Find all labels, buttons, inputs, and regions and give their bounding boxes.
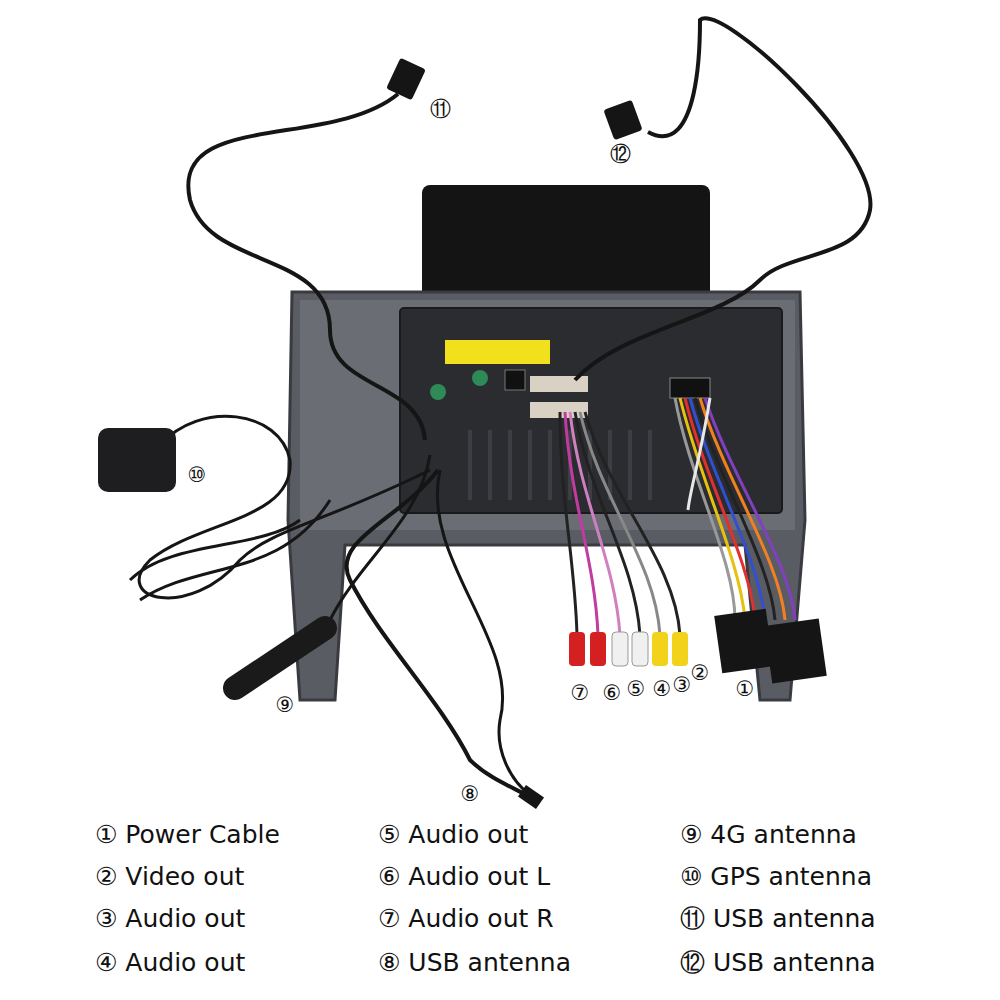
rca-wires bbox=[560, 412, 680, 635]
part-list-item: ⑪ USB antenna bbox=[680, 905, 876, 933]
part-list-item: ④ Audio out bbox=[95, 949, 245, 977]
harness-connector bbox=[714, 609, 774, 674]
antenna-cable bbox=[330, 455, 430, 620]
part-list-item: ⑫ USB antenna bbox=[680, 949, 876, 977]
part-list-item: ⑥ Audio out L bbox=[378, 863, 550, 891]
harness-connector bbox=[764, 618, 827, 683]
callout-number: ⑤ bbox=[626, 678, 647, 701]
4g-antenna bbox=[235, 628, 325, 688]
usb-cable bbox=[437, 470, 530, 795]
callout-number: ⑨ bbox=[275, 694, 296, 717]
part-list-item: ② Video out bbox=[95, 863, 244, 891]
port bbox=[472, 370, 488, 386]
usb-plug bbox=[386, 58, 426, 101]
callout-number: ⑧ bbox=[460, 783, 481, 806]
gps-antenna bbox=[98, 428, 176, 492]
usb-plug bbox=[518, 785, 544, 809]
callout-number: ① bbox=[735, 678, 756, 701]
callout-number: ⑫ bbox=[609, 143, 632, 166]
callout-number: ⑪ bbox=[429, 98, 452, 121]
usb-cable bbox=[188, 94, 425, 440]
rca-plugs bbox=[569, 632, 688, 666]
sticker bbox=[445, 340, 550, 364]
power-harness bbox=[675, 398, 795, 620]
part-list-item: ⑨ 4G antenna bbox=[680, 821, 857, 849]
gps-cable bbox=[130, 500, 330, 600]
port bbox=[505, 370, 525, 390]
plug-connector bbox=[670, 378, 710, 398]
gps-cable bbox=[139, 416, 430, 598]
part-list-item: ① Power Cable bbox=[95, 821, 280, 849]
usb-cable bbox=[575, 18, 870, 380]
port bbox=[430, 384, 446, 400]
callout-number: ④ bbox=[652, 678, 673, 701]
bezel-frame bbox=[288, 292, 805, 700]
part-list-item: ⑧ USB antenna bbox=[378, 949, 571, 977]
callout-number: ⑦ bbox=[570, 682, 591, 705]
part-list-item: ⑩ GPS antenna bbox=[680, 863, 872, 891]
usb-cable bbox=[346, 470, 535, 800]
part-list-item: ⑦ Audio out R bbox=[378, 905, 554, 933]
part-list-item: ③ Audio out bbox=[95, 905, 245, 933]
plug-connector bbox=[530, 376, 588, 392]
callout-number: ⑩ bbox=[187, 464, 208, 487]
part-list-item: ⑤ Audio out bbox=[378, 821, 528, 849]
callout-number: ⑥ bbox=[602, 682, 623, 705]
usb-plug bbox=[603, 100, 642, 140]
back-housing bbox=[400, 308, 782, 513]
callout-number: ② bbox=[690, 662, 711, 685]
